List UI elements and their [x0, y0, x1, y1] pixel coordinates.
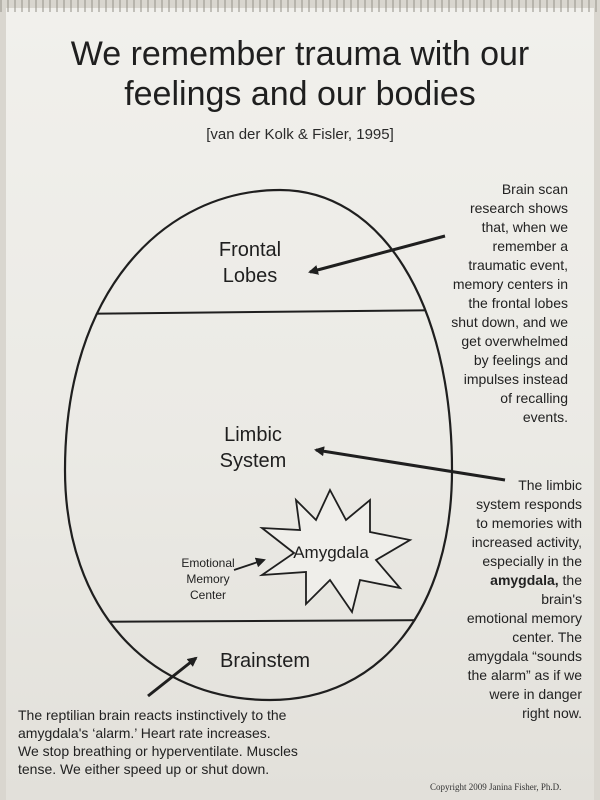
- limbic-system-note: The limbic system responds to memories w…: [466, 477, 582, 721]
- paper-sheet: [6, 8, 594, 800]
- frontal-lobes-note: Brain scan research shows that, when we …: [451, 181, 568, 425]
- brainstem-label: Brainstem: [219, 650, 311, 672]
- amygdala-emphasis: amygdala,: [490, 572, 559, 588]
- emotional-memory-arrow: [233, 557, 266, 571]
- brainstem-arrow: [147, 656, 198, 698]
- amygdala-label: Amygdala: [293, 543, 369, 562]
- citation: [van der Kolk & Fisler, 1995]: [206, 126, 394, 143]
- limbic-system-label: Limbic System: [219, 424, 287, 472]
- spiral-binding: [0, 0, 600, 12]
- amygdala-starburst: [258, 487, 413, 615]
- brainstem-divider: [65, 619, 452, 623]
- page-title: We remember trauma with our feelings and…: [70, 35, 530, 113]
- limbic-arrow: [314, 446, 506, 482]
- frontal-divider: [65, 309, 452, 315]
- frontal-arrow: [308, 234, 446, 275]
- copyright-notice: Copyright 2009 Janina Fisher, Ph.D.: [430, 782, 562, 792]
- brainstem-note: The reptilian brain reacts instinctively…: [18, 707, 298, 777]
- frontal-lobes-label: Frontal Lobes: [218, 239, 282, 287]
- emotional-memory-center-label: Emotional Memory Center: [181, 556, 235, 602]
- brain-outline: [63, 188, 454, 702]
